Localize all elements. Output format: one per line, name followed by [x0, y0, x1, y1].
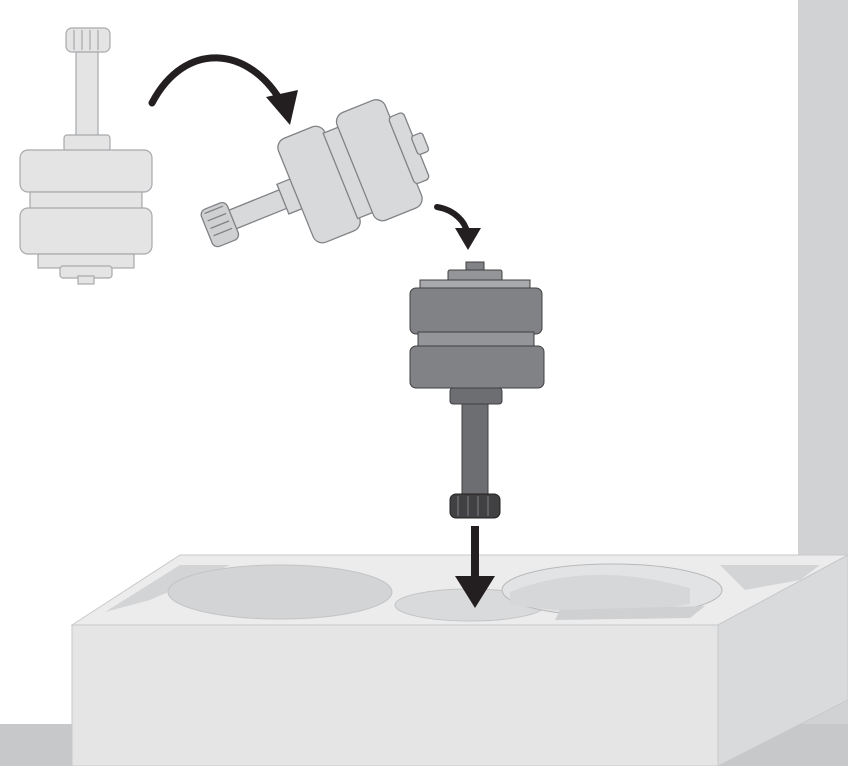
final-upper-disc — [410, 288, 542, 334]
foam-case — [72, 555, 848, 766]
foam-cutout-left — [168, 565, 392, 619]
ghost-knob — [66, 28, 110, 52]
final-lower-disc — [410, 346, 544, 388]
ghost-shaft — [76, 52, 98, 137]
foam-front — [72, 625, 718, 766]
ghost-mid-ring — [30, 192, 142, 210]
final-shaft — [462, 404, 488, 496]
final-collar — [450, 388, 502, 404]
ghost-upper-disc — [20, 150, 152, 192]
ghost-collar — [64, 135, 110, 151]
ghost-lower-disc — [20, 208, 152, 254]
